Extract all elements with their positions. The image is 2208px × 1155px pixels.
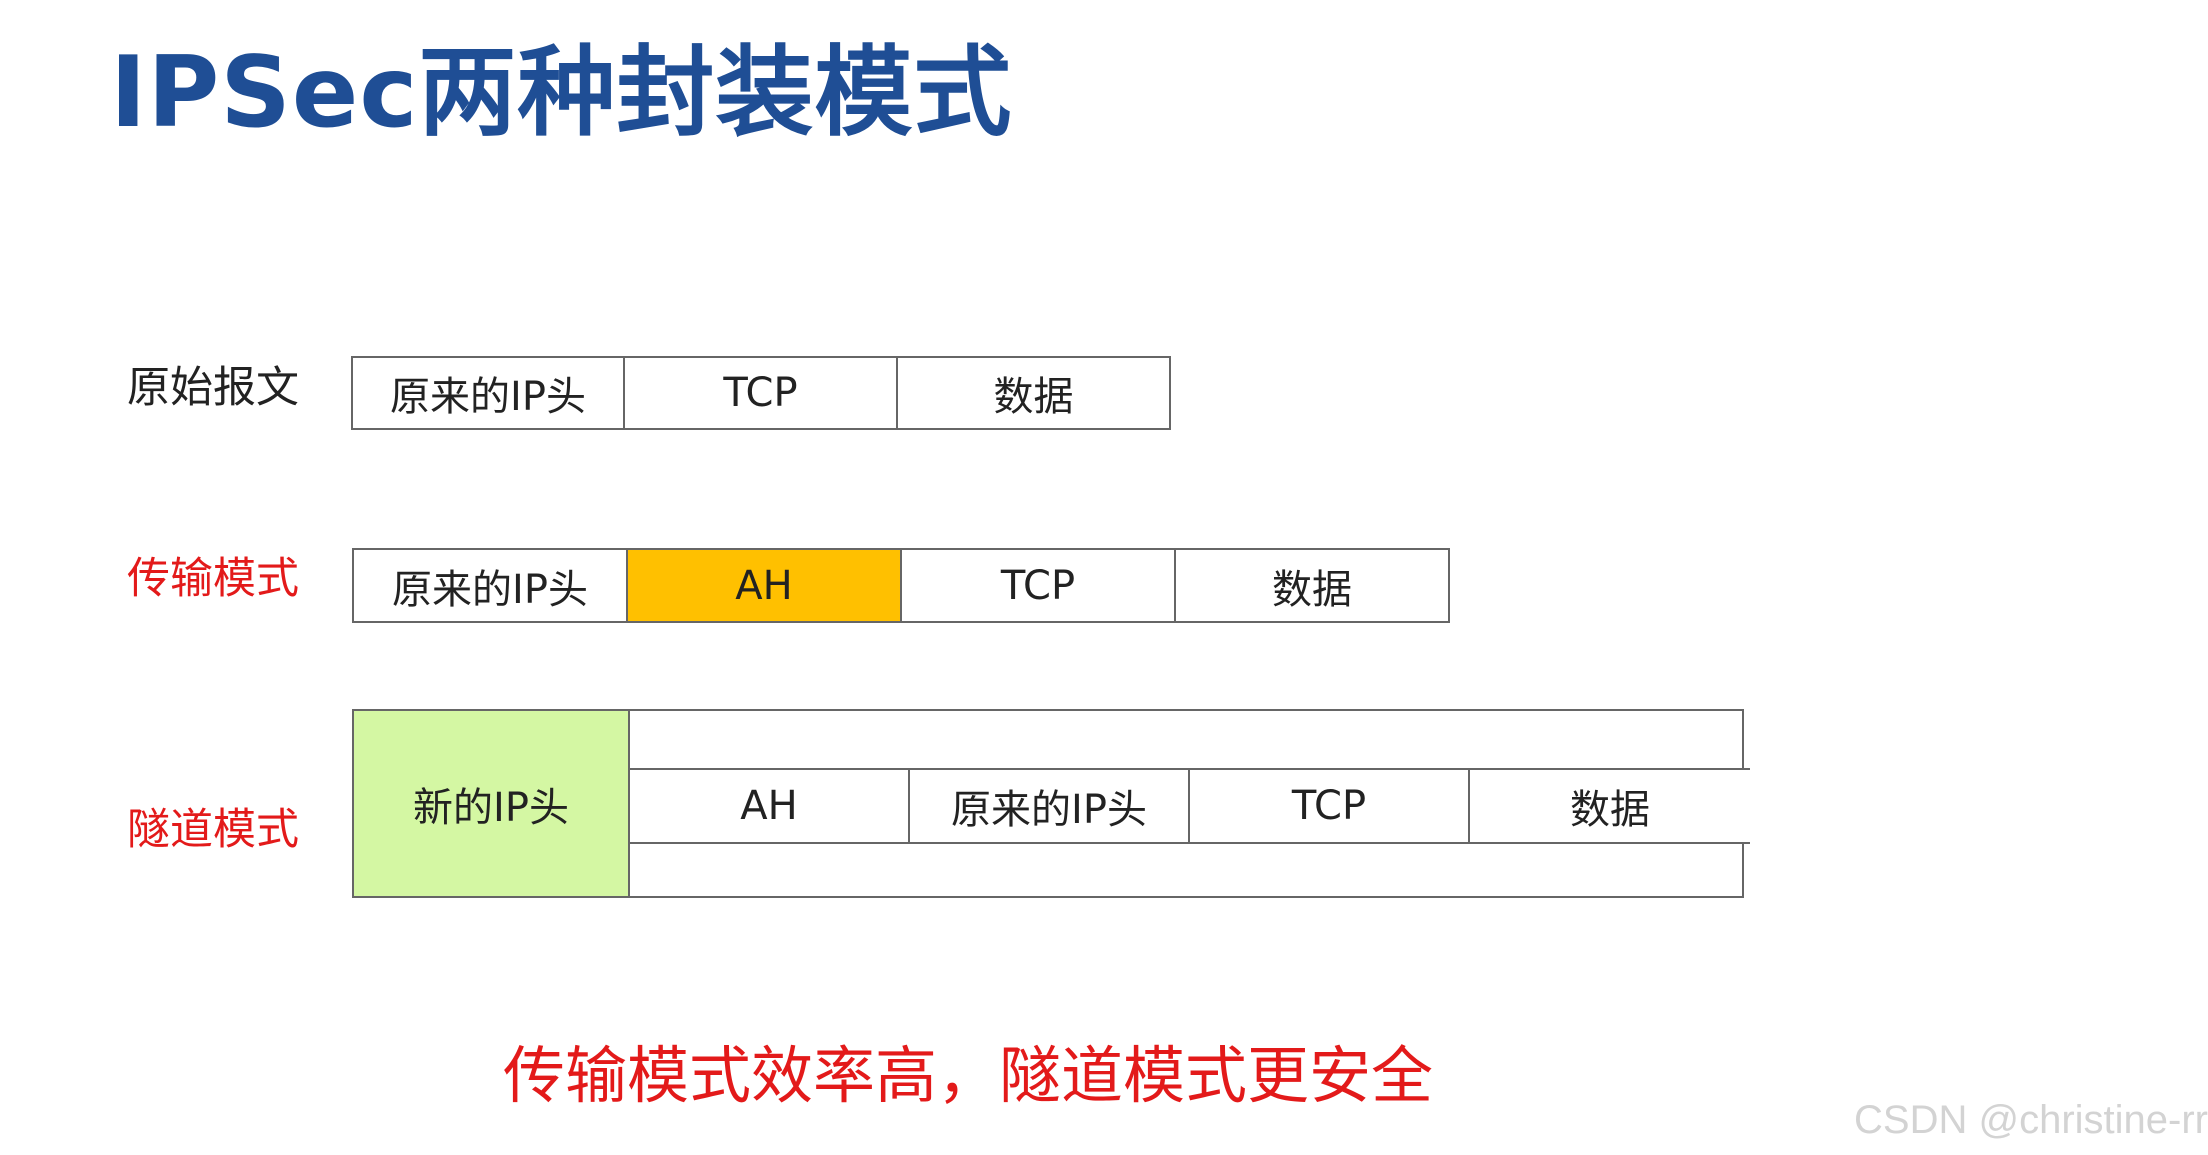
transport-mode-packet: 原来的IP头 AH TCP 数据 — [352, 548, 1450, 623]
tunnel-new-ip-header-cell: 新的IP头 — [354, 711, 630, 896]
original-packet-label: 原始报文 — [127, 363, 299, 413]
slide-title: IPSec两种封装模式 — [110, 36, 1013, 150]
transport-original-ip-header-cell: 原来的IP头 — [352, 548, 628, 623]
original-tcp-cell: TCP — [623, 356, 898, 430]
original-packet: 原来的IP头 TCP 数据 — [351, 356, 1171, 430]
conclusion-text: 传输模式效率高，隧道模式更安全 — [503, 1039, 1434, 1112]
tunnel-tcp-cell: TCP — [1188, 768, 1470, 844]
transport-data-cell: 数据 — [1174, 548, 1450, 623]
tunnel-inner-packet: AH 原来的IP头 TCP 数据 — [628, 768, 1750, 844]
tunnel-mode-label: 隧道模式 — [127, 805, 299, 855]
original-ip-header-cell: 原来的IP头 — [351, 356, 625, 430]
tunnel-original-ip-header-cell: 原来的IP头 — [908, 768, 1190, 844]
tunnel-mode-packet: 新的IP头 AH 原来的IP头 TCP 数据 — [352, 709, 1750, 898]
tunnel-ah-cell: AH — [628, 768, 910, 844]
transport-mode-label: 传输模式 — [127, 554, 299, 604]
transport-ah-cell: AH — [626, 548, 902, 623]
original-data-cell: 数据 — [896, 356, 1171, 430]
transport-tcp-cell: TCP — [900, 548, 1176, 623]
watermark-text: CSDN @christine-rr — [1854, 1098, 2208, 1142]
tunnel-data-cell: 数据 — [1468, 768, 1750, 844]
